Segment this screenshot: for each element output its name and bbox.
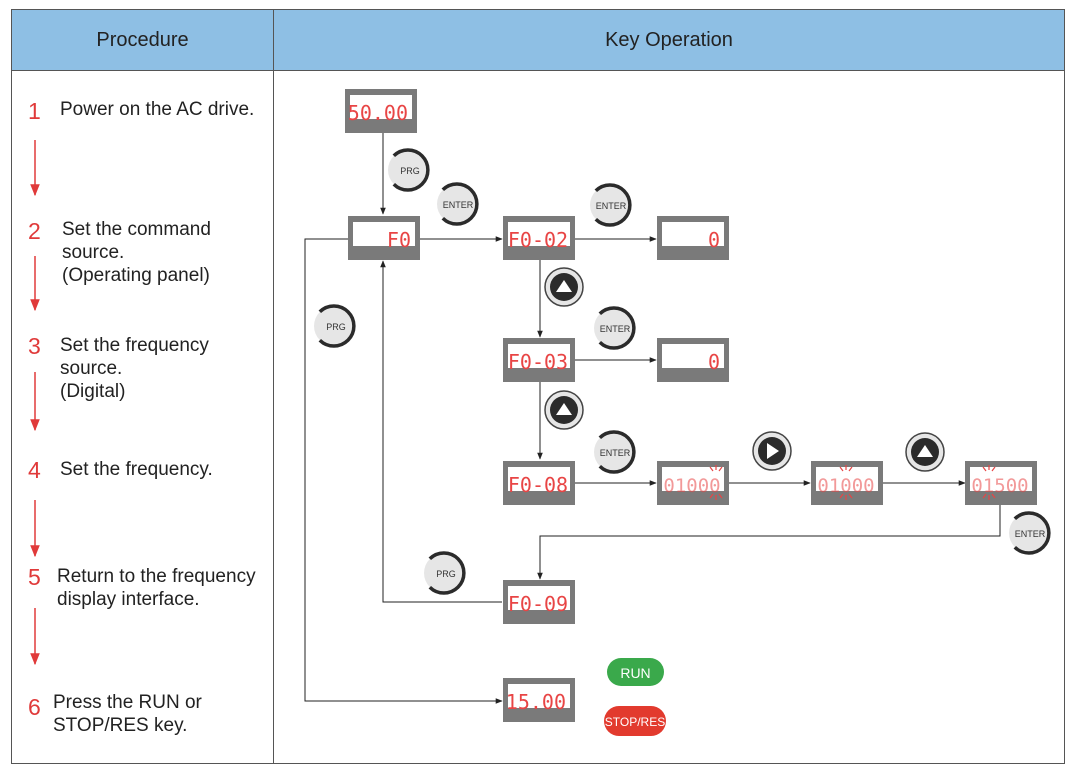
header-procedure: Procedure	[96, 29, 189, 51]
svg-text:ENTER: ENTER	[600, 324, 631, 334]
step-6-text: Press the RUN or STOP/RES key.	[53, 692, 202, 736]
display-f0-09: F0-09	[503, 580, 575, 624]
step-3-text: Set the frequency source. (Digital)	[60, 335, 209, 402]
display-f0-08-edit-1-value: 01000	[663, 475, 720, 497]
display-f0: F0	[348, 216, 420, 260]
run-key[interactable]: RUN	[607, 658, 664, 686]
blink-icon	[709, 465, 723, 500]
svg-text:PRG: PRG	[326, 322, 346, 332]
up-key-icon[interactable]	[544, 390, 584, 430]
procedure-table	[11, 9, 1065, 764]
step-2-number: 2	[28, 218, 41, 244]
display-f0-08-edit-3-value: 01500	[971, 475, 1028, 497]
step-1-number: 1	[28, 98, 41, 124]
display-f0-02-setting-value: 0	[708, 228, 720, 252]
display-power-on: 50.00	[345, 89, 417, 133]
enter-key-5[interactable]: ENTER	[1007, 511, 1051, 555]
display-f0-03: F0-03	[503, 338, 575, 382]
prg-key-3[interactable]: PRG	[422, 551, 466, 595]
step-5-number: 5	[28, 564, 41, 590]
step-4-number: 4	[28, 457, 41, 483]
column-divider	[273, 10, 274, 763]
display-f0-09-value: F0-09	[508, 592, 568, 616]
blink-icon	[982, 465, 996, 500]
display-f0-08-edit-2: 01000	[811, 461, 883, 505]
display-running: 15.00	[503, 678, 575, 722]
display-f0-02-setting: 0	[657, 216, 729, 260]
display-f0-02: F0-02	[503, 216, 575, 260]
step-1-text: Power on the AC drive.	[60, 99, 255, 120]
step-2-text: Set the command source. (Operating panel…	[62, 219, 211, 286]
enter-key-3[interactable]: ENTER	[592, 306, 636, 350]
prg-key-1[interactable]: PRG	[386, 148, 430, 192]
display-f0-08: F0-08	[503, 461, 575, 505]
display-f0-value: F0	[387, 228, 411, 252]
enter-key-2[interactable]: ENTER	[588, 183, 632, 227]
display-f0-03-setting: 0	[657, 338, 729, 382]
display-f0-03-value: F0-03	[508, 350, 568, 374]
prg-key-2[interactable]: PRG	[312, 304, 356, 348]
step-4-text: Set the frequency.	[60, 459, 213, 480]
svg-text:ENTER: ENTER	[596, 201, 627, 211]
svg-text:STOP/RES: STOP/RES	[605, 715, 665, 729]
blink-icon	[839, 465, 853, 500]
display-f0-08-edit-1: 01000	[657, 461, 729, 505]
table-header	[12, 10, 1064, 71]
svg-text:ENTER: ENTER	[600, 448, 631, 458]
step-6-number: 6	[28, 694, 41, 720]
up-key-icon[interactable]	[544, 267, 584, 307]
display-power-on-value: 50.00	[348, 101, 408, 125]
up-key-icon[interactable]	[905, 432, 945, 472]
step-3-number: 3	[28, 333, 41, 359]
shift-key-icon[interactable]	[752, 431, 792, 471]
step-5-text: Return to the frequency display interfac…	[57, 566, 256, 610]
display-f0-08-edit-3: 01500	[965, 461, 1037, 505]
display-f0-08-value: F0-08	[508, 473, 568, 497]
header-key-operation: Key Operation	[605, 29, 733, 51]
svg-text:ENTER: ENTER	[1015, 529, 1046, 539]
enter-key-1[interactable]: ENTER	[435, 182, 479, 226]
flow-connectors	[304, 133, 1001, 704]
display-f0-03-setting-value: 0	[708, 350, 720, 374]
svg-text:RUN: RUN	[620, 665, 650, 681]
enter-key-4[interactable]: ENTER	[592, 430, 636, 474]
display-f0-02-value: F0-02	[508, 228, 568, 252]
svg-text:PRG: PRG	[400, 166, 420, 176]
svg-text:ENTER: ENTER	[443, 200, 474, 210]
svg-text:PRG: PRG	[436, 569, 456, 579]
stop-res-key[interactable]: STOP/RES	[604, 706, 666, 736]
display-f0-08-edit-2-value: 01000	[817, 475, 874, 497]
display-running-value: 15.00	[506, 690, 566, 714]
